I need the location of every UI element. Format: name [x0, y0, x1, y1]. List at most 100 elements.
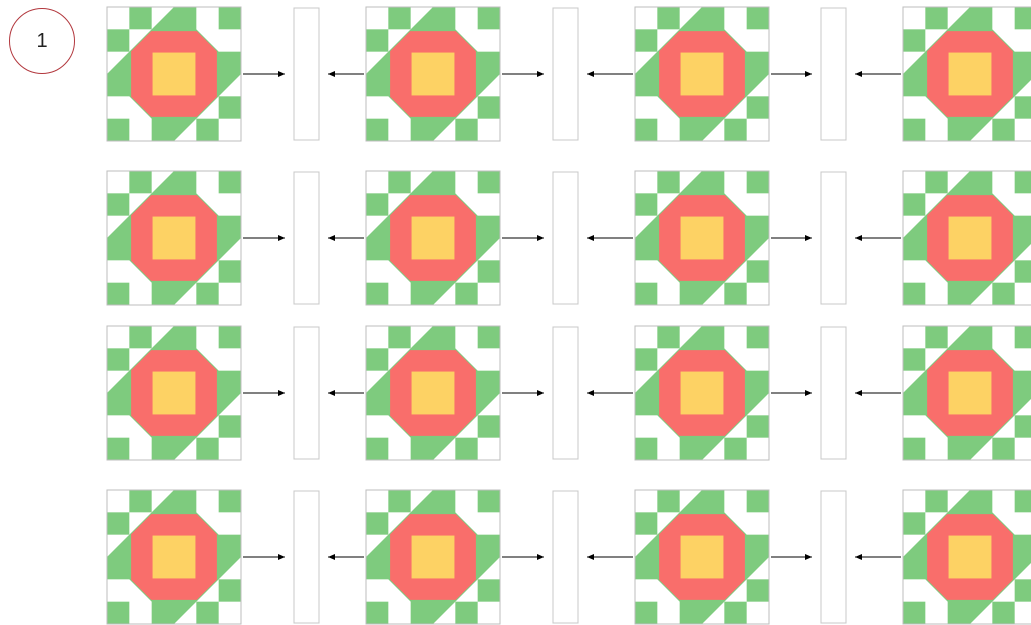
- checker-square: [903, 438, 925, 460]
- checker-square: [478, 96, 500, 118]
- checker-square: [925, 490, 947, 512]
- checker-square: [366, 438, 388, 460]
- checker-square: [129, 490, 151, 512]
- checker-square: [1015, 490, 1031, 512]
- quilt-block: [635, 326, 769, 460]
- checker-square: [366, 283, 388, 305]
- checker-square: [747, 171, 769, 193]
- quilt-block: [903, 490, 1031, 624]
- checker-square: [635, 438, 657, 460]
- quilt-block: [107, 171, 241, 305]
- checker-square: [925, 326, 947, 348]
- empty-sashing-slot: [553, 172, 578, 304]
- checker-square: [219, 260, 241, 282]
- checker-square: [635, 29, 657, 51]
- checker-square: [635, 602, 657, 624]
- checker-square: [107, 602, 129, 624]
- yellow-center-square: [412, 372, 455, 415]
- quilt-block: [635, 490, 769, 624]
- yellow-center-square: [412, 217, 455, 260]
- checker-square: [219, 326, 241, 348]
- checker-square: [196, 438, 218, 460]
- quilt-block: [366, 326, 500, 460]
- checker-square: [747, 96, 769, 118]
- quilt-block: [635, 171, 769, 305]
- yellow-center-square: [681, 217, 724, 260]
- yellow-center-square: [949, 536, 992, 579]
- quilt-block: [903, 7, 1031, 141]
- checker-square: [388, 326, 410, 348]
- checker-square: [455, 283, 477, 305]
- checker-square: [219, 96, 241, 118]
- checker-square: [388, 171, 410, 193]
- checker-square: [219, 7, 241, 29]
- yellow-center-square: [949, 372, 992, 415]
- empty-sashing-slot: [821, 8, 846, 140]
- checker-square: [129, 326, 151, 348]
- quilt-block: [366, 171, 500, 305]
- checker-square: [992, 119, 1014, 141]
- checker-square: [388, 7, 410, 29]
- quilt-block: [107, 490, 241, 624]
- checker-square: [1015, 7, 1031, 29]
- checker-square: [747, 579, 769, 601]
- checker-square: [107, 29, 129, 51]
- checker-square: [903, 602, 925, 624]
- checker-square: [107, 283, 129, 305]
- yellow-center-square: [153, 536, 196, 579]
- checker-square: [724, 119, 746, 141]
- checker-square: [129, 171, 151, 193]
- checker-square: [1015, 415, 1031, 437]
- checker-square: [925, 7, 947, 29]
- checker-square: [635, 283, 657, 305]
- checker-square: [724, 283, 746, 305]
- empty-sashing-slot: [294, 327, 319, 459]
- yellow-center-square: [153, 372, 196, 415]
- checker-square: [366, 29, 388, 51]
- checker-square: [992, 438, 1014, 460]
- quilt-block: [366, 490, 500, 624]
- checker-square: [107, 438, 129, 460]
- checker-square: [196, 283, 218, 305]
- empty-sashing-slot: [821, 172, 846, 304]
- yellow-center-square: [153, 53, 196, 96]
- empty-sashing-slot: [553, 327, 578, 459]
- quilt-block: [903, 326, 1031, 460]
- yellow-center-square: [949, 53, 992, 96]
- checker-square: [478, 7, 500, 29]
- checker-square: [478, 260, 500, 282]
- yellow-center-square: [681, 372, 724, 415]
- yellow-center-square: [412, 536, 455, 579]
- checker-square: [747, 260, 769, 282]
- checker-square: [635, 119, 657, 141]
- checker-square: [107, 193, 129, 215]
- checker-square: [366, 348, 388, 370]
- checker-square: [747, 7, 769, 29]
- checker-square: [657, 490, 679, 512]
- checker-square: [657, 7, 679, 29]
- empty-sashing-slot: [294, 8, 319, 140]
- checker-square: [724, 602, 746, 624]
- checker-square: [903, 193, 925, 215]
- yellow-center-square: [153, 217, 196, 260]
- checker-square: [747, 326, 769, 348]
- checker-square: [455, 602, 477, 624]
- checker-square: [1015, 96, 1031, 118]
- checker-square: [1015, 326, 1031, 348]
- checker-square: [219, 490, 241, 512]
- checker-square: [724, 438, 746, 460]
- checker-square: [219, 171, 241, 193]
- checker-square: [478, 415, 500, 437]
- checker-square: [107, 119, 129, 141]
- checker-square: [635, 348, 657, 370]
- checker-square: [219, 579, 241, 601]
- checker-square: [478, 326, 500, 348]
- checker-square: [219, 415, 241, 437]
- checker-square: [1015, 171, 1031, 193]
- checker-square: [366, 602, 388, 624]
- yellow-center-square: [412, 53, 455, 96]
- checker-square: [455, 438, 477, 460]
- empty-sashing-slot: [294, 491, 319, 623]
- checker-square: [747, 415, 769, 437]
- empty-sashing-slot: [821, 327, 846, 459]
